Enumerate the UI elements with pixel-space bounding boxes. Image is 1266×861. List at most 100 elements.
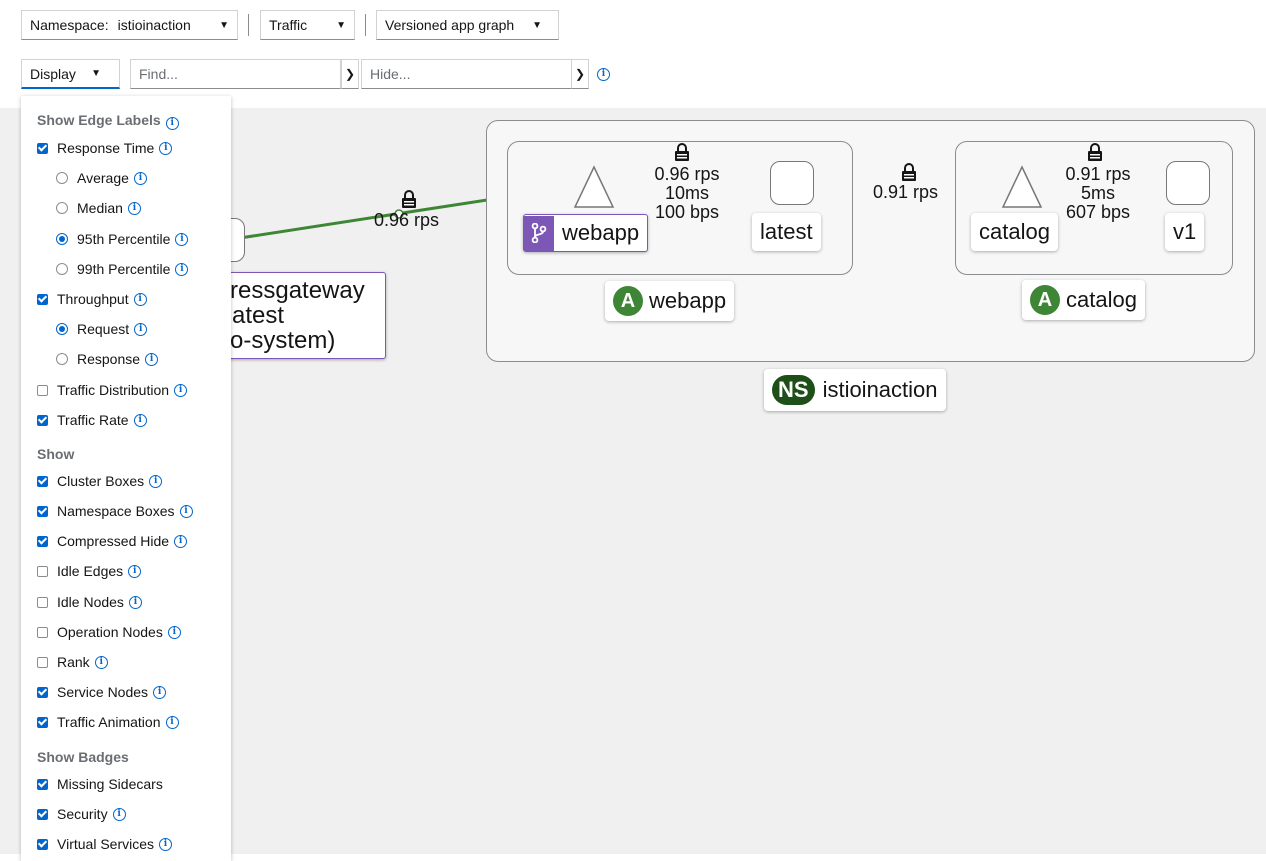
info-icon[interactable]: i [133,413,147,427]
p95-label: 95th Percentile [77,231,171,247]
checkbox-icon[interactable] [37,626,48,638]
webapp-edge-bps: 100 bps [654,202,720,222]
between-edge-rate: 0.91 rps [873,182,939,202]
info-icon[interactable]: i [174,534,188,548]
checkbox-checked-icon[interactable] [37,293,48,305]
checkbox-checked-icon[interactable] [37,142,48,154]
info-icon[interactable]: i [134,322,148,336]
traffic-rate-label: Traffic Rate [57,412,129,428]
median-label: Median [77,200,123,216]
info-icon[interactable]: i [112,807,126,821]
info-icon[interactable]: i [179,504,193,518]
branch-icon [524,215,554,251]
response-radio[interactable]: Response i [56,351,159,367]
catalog-v1-node[interactable] [1166,161,1210,205]
checkbox-icon[interactable] [37,565,48,577]
operation-nodes-checkbox[interactable]: Operation Nodes i [37,624,181,640]
info-icon[interactable]: i [133,171,147,185]
traffic-dropdown[interactable]: Traffic ▼ [260,10,355,40]
operation-nodes-label: Operation Nodes [57,624,163,640]
info-icon[interactable]: i [145,352,159,366]
info-icon[interactable]: i [167,625,181,639]
radio-selected-icon[interactable] [56,323,68,335]
checkbox-checked-icon[interactable] [37,686,48,698]
info-icon[interactable]: i [133,292,147,306]
traffic-distribution-label: Traffic Distribution [57,382,170,398]
catalog-edge-rate: 0.91 rps [1065,164,1131,184]
checkbox-icon[interactable] [37,596,48,608]
p95-radio[interactable]: 95th Percentile i [56,231,189,247]
graph-type-label: Versioned app graph [385,17,515,33]
display-dropdown[interactable]: Display ▼ [21,59,120,89]
caret-down-icon: ▼ [91,68,101,79]
namespace-label: NS istioinaction [764,369,946,411]
hide-history-chevron[interactable]: ❯ [571,59,589,89]
checkbox-checked-icon[interactable] [37,808,48,820]
lock-icon [902,163,916,181]
find-input[interactable]: Find... [130,59,341,89]
webapp-latest-node[interactable] [770,161,814,205]
traffic-rate-checkbox[interactable]: Traffic Rate i [37,412,147,428]
info-icon[interactable]: i [153,685,167,699]
gateway-label-line1: ressgateway [230,277,365,304]
response-label: Response [77,351,141,367]
info-icon[interactable]: i [127,201,141,215]
hide-input[interactable]: Hide... [361,59,572,89]
find-placeholder: Find... [139,66,178,82]
radio-icon[interactable] [56,353,68,365]
app-badge-icon: A [613,286,643,316]
radio-icon[interactable] [56,263,68,275]
info-icon[interactable]: i [165,715,179,729]
info-icon[interactable]: i [175,232,189,246]
checkbox-checked-icon[interactable] [37,475,48,487]
gateway-label-line3: o-system) [230,327,336,354]
idle-edges-checkbox[interactable]: Idle Edges i [37,563,142,579]
average-label: Average [77,170,129,186]
info-icon[interactable]: i [159,141,173,155]
traffic-distribution-checkbox[interactable]: Traffic Distribution i [37,382,188,398]
checkbox-checked-icon[interactable] [37,778,48,790]
info-icon[interactable]: i [175,262,189,276]
webapp-service-node[interactable] [572,165,616,209]
radio-icon[interactable] [56,202,68,214]
info-icon[interactable]: i [159,837,173,851]
info-icon[interactable]: i [128,564,142,578]
info-icon[interactable]: i [94,655,108,669]
info-icon[interactable]: i [128,595,142,609]
find-history-chevron[interactable]: ❯ [341,59,359,89]
namespace-dropdown[interactable]: Namespace: istioinaction ▼ [21,10,238,40]
idle-edges-label: Idle Edges [57,563,124,579]
missing-sidecars-checkbox[interactable]: Missing Sidecars [37,776,163,792]
graph-type-dropdown[interactable]: Versioned app graph ▼ [376,10,559,40]
checkbox-checked-icon[interactable] [37,838,48,850]
average-radio[interactable]: Average i [56,170,147,186]
checkbox-icon[interactable] [37,384,48,396]
catalog-service-node[interactable] [1000,165,1044,209]
checkbox-icon[interactable] [37,656,48,668]
radio-icon[interactable] [56,172,68,184]
checkbox-checked-icon[interactable] [37,535,48,547]
info-icon[interactable]: i [174,383,188,397]
radio-selected-icon[interactable] [56,233,68,245]
checkbox-checked-icon[interactable] [37,716,48,728]
p99-label: 99th Percentile [77,261,171,277]
checkbox-checked-icon[interactable] [37,505,48,517]
p99-radio[interactable]: 99th Percentile i [56,261,189,277]
info-icon[interactable]: i [165,117,179,130]
info-icon[interactable]: i [149,474,163,488]
checkbox-checked-icon[interactable] [37,414,48,426]
find-hide-info-icon[interactable]: i [597,68,610,81]
